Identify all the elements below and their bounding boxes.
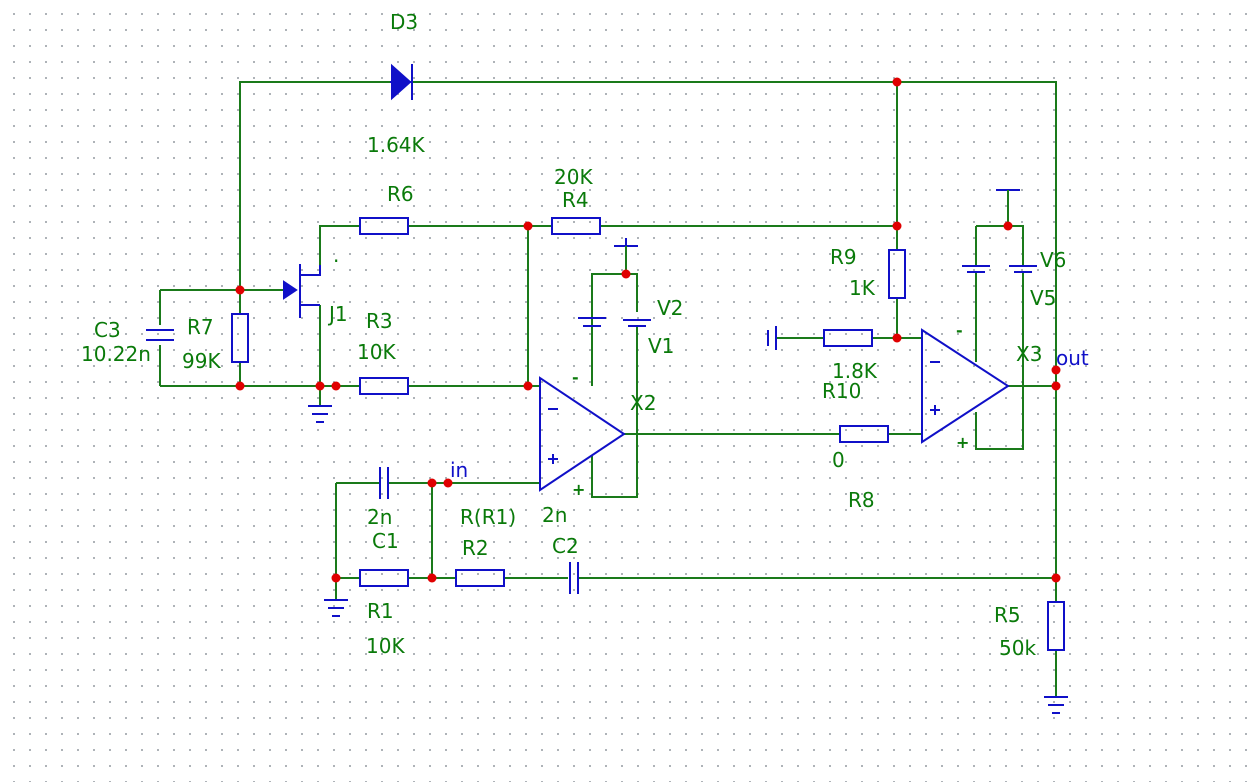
label-j1-ref: J1 — [327, 302, 348, 326]
label-r6-ref: R6 — [387, 182, 414, 206]
x3-plus-pin: + — [956, 433, 969, 452]
label-r7-value: 99K — [182, 349, 221, 373]
label-r1-ref: R1 — [367, 599, 394, 623]
label-r4-ref: R4 — [562, 188, 589, 212]
source-v6[interactable] — [962, 265, 990, 273]
label-c2-value: 2n — [542, 503, 567, 527]
label-r4-value: 20K — [554, 165, 593, 189]
wires — [159, 81, 1057, 697]
label-r8-ref: R8 — [848, 488, 875, 512]
label-r10-value: 1.8K — [832, 359, 878, 383]
net-label-out: out — [1056, 346, 1089, 370]
net-label-in: in — [450, 458, 468, 482]
ground-symbol — [1044, 696, 1068, 714]
resistor-r2[interactable] — [455, 569, 505, 587]
x2-plus-pin: + — [572, 480, 585, 499]
label-x3-ref: X3 — [1016, 342, 1042, 366]
x3-minus-pin: - — [956, 321, 963, 340]
label-r5-value: 50k — [999, 636, 1036, 660]
ground-symbol — [308, 386, 332, 423]
opamp-x3[interactable] — [921, 328, 1010, 444]
label-r9-ref: R9 — [830, 245, 857, 269]
label-c2-ref: C2 — [552, 534, 579, 558]
resistor-r5[interactable] — [1047, 601, 1065, 651]
label-v2-ref: V2 — [657, 296, 683, 320]
ground-symbol — [767, 326, 777, 350]
label-v1-ref: V1 — [648, 334, 674, 358]
opamp-x2[interactable] — [539, 376, 626, 492]
capacitor-c3[interactable] — [146, 329, 174, 341]
resistor-r6[interactable] — [359, 217, 409, 235]
source-v2[interactable] — [623, 319, 651, 327]
jfet-j1[interactable] — [283, 264, 321, 318]
label-r5-ref: R5 — [994, 603, 1021, 627]
capacitor-c2[interactable] — [569, 562, 579, 594]
label-d3-value: 1.64K — [367, 133, 426, 157]
label-c3-ref: C3 — [94, 318, 121, 342]
label-r7-ref: R7 — [187, 315, 214, 339]
label-r8-value: 0 — [832, 448, 845, 472]
x2-minus-pin: - — [572, 368, 579, 387]
label-v5-ref: V5 — [1030, 286, 1056, 310]
label-r2-ref: R2 — [462, 536, 489, 560]
label-c1-ref: C1 — [372, 529, 399, 553]
junction-dots — [235, 77, 1061, 583]
label-c1-value: 2n — [367, 505, 392, 529]
ground-symbol — [614, 238, 638, 274]
resistor-r4[interactable] — [551, 217, 601, 235]
resistor-r9[interactable] — [888, 249, 906, 299]
label-d3-ref: D3 — [390, 10, 418, 34]
resistor-r3[interactable] — [359, 377, 409, 395]
label-r1-value: 10K — [366, 634, 405, 658]
diode-d3[interactable] — [390, 63, 413, 101]
label-r3-value: 10K — [357, 340, 396, 364]
source-v1[interactable] — [578, 317, 606, 327]
resistor-r10[interactable] — [823, 329, 873, 347]
resistor-r8[interactable] — [839, 425, 889, 443]
resistor-r7[interactable] — [231, 313, 249, 363]
label-r9-value: 1K — [849, 276, 876, 300]
source-v5[interactable] — [1009, 265, 1037, 273]
jfet-mark: . — [333, 243, 339, 267]
label-c3-value: 10.22n — [81, 342, 151, 366]
capacitor-c1[interactable] — [379, 467, 389, 499]
label-r10-ref: R10 — [822, 379, 861, 403]
label-r2-value: R(R1) — [460, 505, 516, 529]
ground-symbol — [996, 189, 1020, 226]
label-r3-ref: R3 — [366, 309, 393, 333]
label-x2-ref: X2 — [630, 391, 656, 415]
label-v6-ref: V6 — [1040, 248, 1066, 272]
ground-symbol — [324, 578, 348, 617]
resistor-r1[interactable] — [359, 569, 409, 587]
